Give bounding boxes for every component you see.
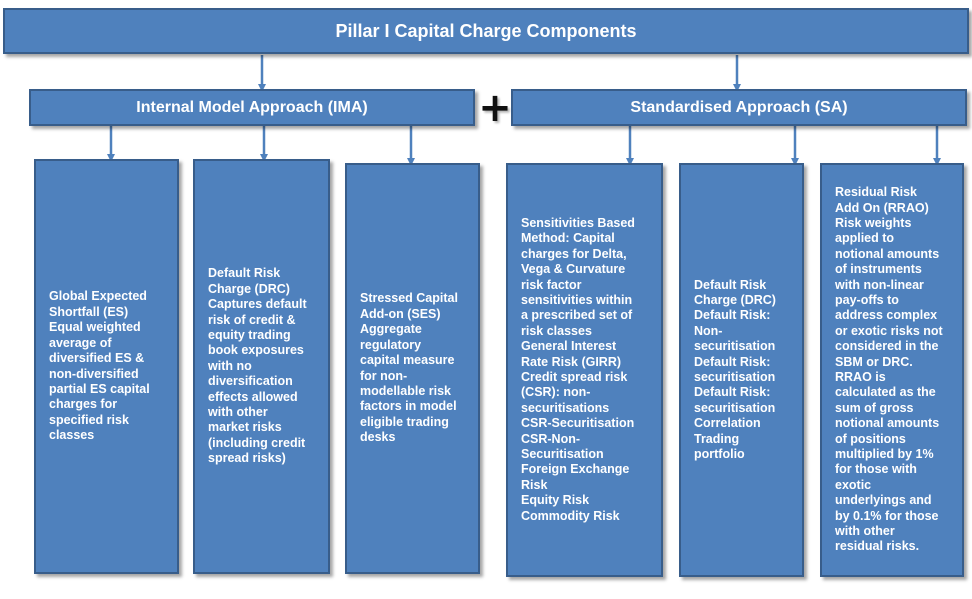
ima-component-ses: Stressed Capital Add-on (SES) Aggregate … xyxy=(345,163,480,574)
ima-component-text: Global Expected Shortfall (ES) Equal wei… xyxy=(49,289,150,443)
ima-heading: Internal Model Approach (IMA) xyxy=(136,98,368,116)
sa-component-drc: Default Risk Charge (DRC) Default Risk: … xyxy=(679,163,804,577)
sa-component-text: Residual Risk Add On (RRAO) Risk weights… xyxy=(835,185,943,554)
sa-component-sbm: Sensitivities Based Method: Capital char… xyxy=(506,163,663,577)
ima-component-drc: Default Risk Charge (DRC) Captures defau… xyxy=(193,159,330,574)
ima-component-text: Stressed Capital Add-on (SES) Aggregate … xyxy=(360,291,458,445)
sa-heading-box: Standardised Approach (SA) xyxy=(511,89,967,126)
ima-component-text: Default Risk Charge (DRC) Captures defau… xyxy=(208,266,307,466)
sa-component-text: Sensitivities Based Method: Capital char… xyxy=(521,215,635,523)
plus-icon: + xyxy=(478,85,512,131)
sa-component-text: Default Risk Charge (DRC) Default Risk: … xyxy=(694,277,776,462)
ima-component-global-es: Global Expected Shortfall (ES) Equal wei… xyxy=(34,159,179,574)
sa-component-rrao: Residual Risk Add On (RRAO) Risk weights… xyxy=(820,163,964,577)
sa-heading: Standardised Approach (SA) xyxy=(630,98,848,116)
title-box: Pillar I Capital Charge Components xyxy=(3,8,969,54)
ima-heading-box: Internal Model Approach (IMA) xyxy=(29,89,475,126)
page-title: Pillar I Capital Charge Components xyxy=(335,20,637,41)
